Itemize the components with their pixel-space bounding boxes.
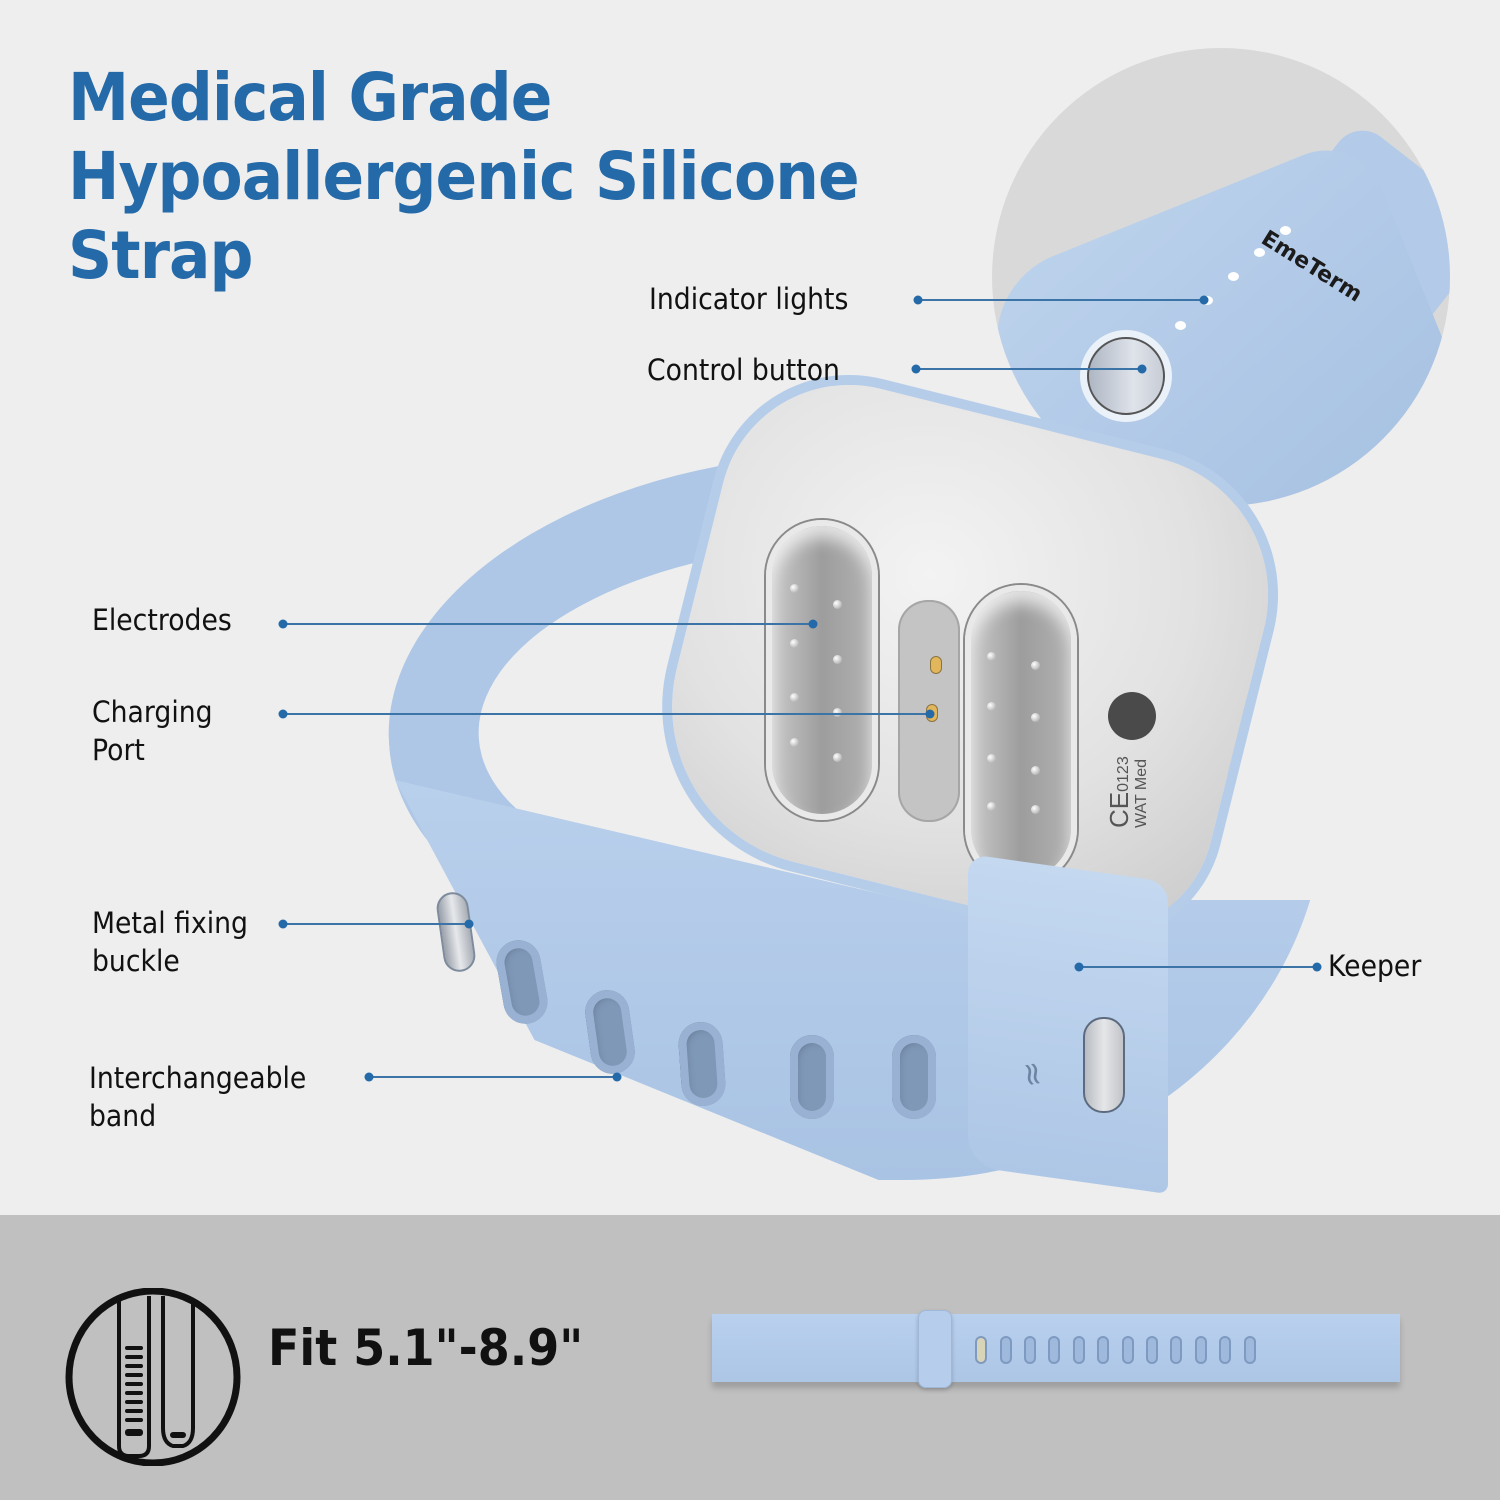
electrode-pin — [833, 708, 842, 717]
callout-dot — [278, 619, 288, 629]
callout-dot — [1312, 962, 1322, 972]
callout-dot — [364, 1072, 374, 1082]
flat-band-buckle-pin — [975, 1336, 987, 1364]
callout-dot — [1199, 295, 1209, 305]
callout-line — [283, 713, 930, 715]
maker-mark: WAT Med — [1133, 758, 1150, 828]
electrode-pin — [987, 754, 996, 763]
label-line: Interchangeable — [89, 1061, 307, 1095]
ce-number: 0123 — [1115, 756, 1132, 792]
callout-control-button: Control button — [647, 353, 840, 387]
wristband-size-icon — [65, 1288, 241, 1466]
flat-band-hole — [1073, 1336, 1085, 1364]
flat-band-keeper — [918, 1310, 952, 1388]
callout-dot — [913, 295, 923, 305]
callout-line — [916, 368, 1142, 370]
indicator-light-1 — [1280, 226, 1291, 235]
callout-line — [918, 299, 1206, 301]
callout-interchangeable-band: Interchangeable band — [89, 1059, 306, 1135]
callout-dot — [925, 709, 935, 719]
callout-line — [283, 923, 469, 925]
electrode-pin — [987, 802, 996, 811]
callout-dot — [278, 709, 288, 719]
callout-line — [1079, 966, 1317, 968]
band-hole — [677, 1020, 727, 1108]
flat-band-hole — [1097, 1336, 1109, 1364]
electrode-pin — [1031, 661, 1040, 670]
label-line: buckle — [92, 944, 180, 978]
keeper-pin — [1083, 1017, 1125, 1113]
electrode-pin — [790, 738, 799, 747]
callout-metal-fixing-buckle: Metal fixing buckle — [92, 904, 248, 980]
flat-band-hole — [1195, 1336, 1207, 1364]
label-line: Port — [92, 733, 145, 767]
keeper — [968, 853, 1168, 1195]
control-button[interactable] — [1087, 337, 1165, 415]
callout-electrodes: Electrodes — [92, 603, 232, 637]
indicator-light-3 — [1228, 272, 1239, 281]
electrode-pin — [790, 584, 799, 593]
electrode-pin — [987, 702, 996, 711]
electrode-pin — [987, 652, 996, 661]
callout-dot — [808, 619, 818, 629]
indicator-light-2 — [1254, 248, 1265, 257]
callout-charging-port: Charging Port — [92, 693, 213, 769]
label-line: band — [89, 1099, 157, 1133]
electrode-pin — [790, 639, 799, 648]
callout-dot — [278, 919, 288, 929]
electrode-pin — [833, 753, 842, 762]
headline-line-1: Medical Grade — [68, 59, 552, 136]
electrode-left — [766, 520, 878, 820]
callout-dot — [1074, 962, 1084, 972]
flat-band-hole — [1244, 1336, 1256, 1364]
headline-line-3: Strap — [68, 217, 253, 294]
manual-icon — [1108, 692, 1156, 740]
flat-band-hole — [1000, 1336, 1012, 1364]
callout-line — [283, 623, 813, 625]
electrode-pin — [1031, 713, 1040, 722]
flat-band-hole — [1170, 1336, 1182, 1364]
indicator-light-5 — [1175, 321, 1186, 330]
charging-contact — [930, 656, 942, 674]
callout-indicator-lights: Indicator lights — [649, 282, 849, 316]
electrode-right — [965, 585, 1077, 885]
band-hole — [790, 1035, 834, 1119]
electrode-pin — [833, 655, 842, 664]
flat-band-hole — [1122, 1336, 1134, 1364]
inset-closeup: EmeTerm — [992, 48, 1450, 506]
electrode-pin — [1031, 805, 1040, 814]
callout-dot — [464, 919, 474, 929]
flat-band-hole — [1048, 1336, 1060, 1364]
flat-band-hole — [1219, 1336, 1231, 1364]
ce-mark: CE — [1104, 791, 1134, 828]
callout-dot — [911, 364, 921, 374]
callout-dot — [612, 1072, 622, 1082]
electrode-pin — [833, 600, 842, 609]
callout-keeper: Keeper — [1328, 949, 1422, 983]
fit-size-text: Fit 5.1"-8.9" — [268, 1319, 584, 1377]
electrode-pin — [1031, 766, 1040, 775]
electrode-pin — [790, 693, 799, 702]
label-line: Metal fixing — [92, 906, 248, 940]
flat-band-hole — [1024, 1336, 1036, 1364]
label-line: Charging — [92, 695, 213, 729]
ce-marking: CE0123 WAT Med — [1104, 756, 1151, 828]
band-hole — [892, 1035, 936, 1119]
headline-line-2: Hypoallergenic Silicone — [68, 138, 860, 215]
headline: Medical Grade Hypoallergenic Silicone St… — [68, 58, 860, 295]
flat-band-hole — [1146, 1336, 1158, 1364]
callout-line — [369, 1076, 617, 1078]
callout-dot — [1137, 364, 1147, 374]
